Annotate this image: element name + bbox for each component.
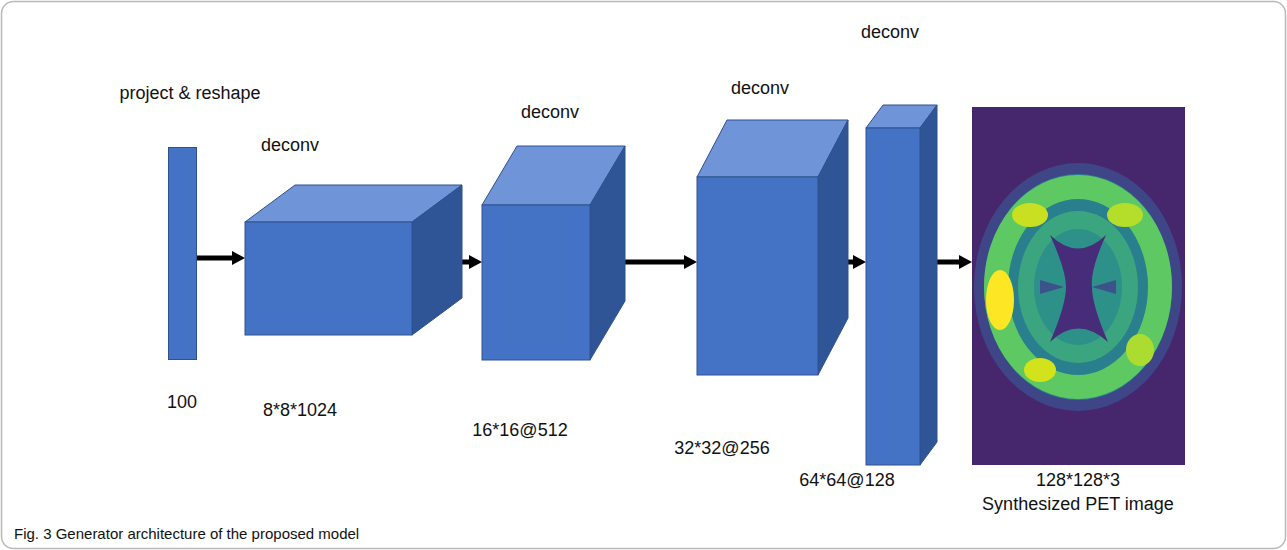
layer-label: deconv xyxy=(261,134,319,156)
input-vector: project & reshape100 xyxy=(168,147,197,360)
feature-map-block: deconv16*16@512 xyxy=(482,146,625,360)
feature-map-block: deconv64*64@128 xyxy=(866,105,937,465)
pet-background xyxy=(972,107,1185,465)
feature-map-block: deconv32*32@256 xyxy=(697,120,848,375)
dimension-label: 8*8*1024 xyxy=(263,399,337,421)
pet-hotspot xyxy=(1126,334,1154,366)
arrow-head xyxy=(469,255,482,269)
figure-caption: Fig. 3 Generator architecture of the pro… xyxy=(14,524,359,544)
layer-label: deconv xyxy=(731,77,789,99)
dimension-label: 128*128*3 xyxy=(1036,469,1120,491)
pet-hotspot xyxy=(986,270,1014,330)
block-outline xyxy=(866,105,937,465)
side-face xyxy=(818,120,848,375)
block-outline xyxy=(482,146,625,360)
pet-halo xyxy=(974,163,1182,411)
dimension-label: 100 xyxy=(167,391,197,413)
pet-white-matter xyxy=(1018,211,1138,363)
arrow-head xyxy=(959,255,972,269)
dimension-label: 64*64@128 xyxy=(799,469,894,491)
layer-label: deconv xyxy=(521,101,579,123)
pet-inner xyxy=(1034,229,1122,345)
flow-arrow xyxy=(197,256,237,261)
synthesized-image: 128*128*3Synthesized PET image xyxy=(972,107,1185,465)
side-face xyxy=(920,105,937,465)
arrow-head xyxy=(684,255,697,269)
pet-hotspot xyxy=(1024,358,1056,382)
arrow-head xyxy=(232,251,245,265)
block-outline xyxy=(697,120,848,375)
front-face xyxy=(482,205,590,360)
side-face xyxy=(412,185,462,335)
side-face xyxy=(590,146,625,360)
dimension-label: Synthesized PET image xyxy=(982,493,1174,515)
front-face xyxy=(697,177,818,375)
bar-face xyxy=(169,148,197,360)
block-outline xyxy=(168,147,197,360)
pet-hotspot xyxy=(1012,203,1048,227)
dimension-label: project & reshape xyxy=(119,82,260,104)
pet-cortex xyxy=(996,187,1160,387)
pet-head xyxy=(984,174,1172,400)
pet-ventricles xyxy=(1040,280,1116,294)
block-outline xyxy=(245,185,462,335)
feature-map-block: deconv8*8*1024 xyxy=(245,185,462,335)
dimension-label: 32*32@256 xyxy=(674,437,769,459)
layer-label: deconv xyxy=(861,21,919,43)
flow-arrow xyxy=(625,260,689,265)
arrow-head xyxy=(853,255,866,269)
pet-hotspot xyxy=(1107,203,1143,227)
front-face xyxy=(245,222,412,335)
front-face xyxy=(866,128,920,465)
dimension-label: 16*16@512 xyxy=(472,419,567,441)
